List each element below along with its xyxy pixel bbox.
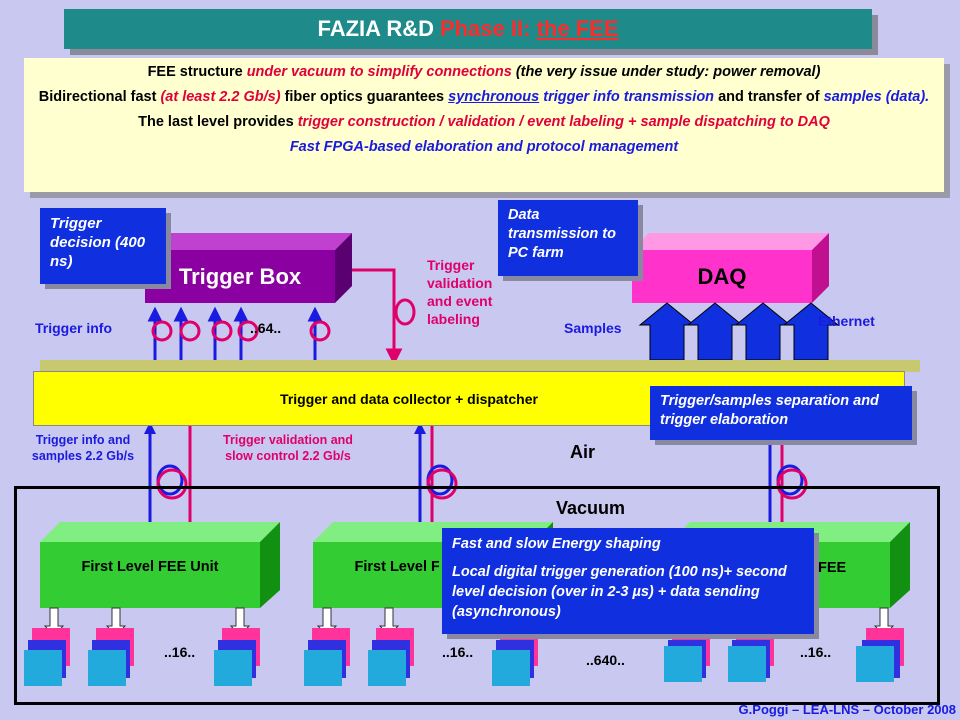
sixforty-label: ..640.. — [586, 652, 625, 668]
energy-line-1: Fast and slow Energy shaping — [452, 536, 661, 552]
energy-box: Fast and slow Energy shaping Local digit… — [442, 528, 814, 634]
fee-unit-2-label-clip: First Level FEE Unit — [313, 548, 440, 608]
data-transmission-box: Data transmission to PC farm — [498, 200, 638, 276]
info-line-4: Fast FPGA-based elaboration and protocol… — [289, 139, 679, 155]
footer-credit: G.Poggi – LEA-LNS – October 2008 — [738, 702, 956, 717]
info-line-1: FEE structure under vacuum to simplify c… — [147, 64, 821, 80]
trigger-validation-label: Trigger validation and event labeling — [427, 257, 493, 327]
trigger-info-samples-label: Trigger info and samples 2.2 Gb/s — [31, 433, 135, 463]
info-line-2: Bidirectional fast (at least 2.2 Gb/s) f… — [38, 89, 930, 105]
title-phase: Phase II: the FEE — [440, 16, 619, 41]
fee-unit-3-label: FEE — [818, 560, 847, 576]
info-box: FEE structure under vacuum to simplify c… — [24, 58, 944, 192]
samples-arrows — [638, 302, 840, 361]
collector-label: Trigger and data collector + dispatcher — [280, 390, 538, 407]
daq-box — [632, 233, 829, 303]
fee-unit-1 — [40, 522, 280, 608]
fee-collector-links — [144, 422, 808, 542]
sixtyfour-label: ..64.. — [250, 320, 282, 336]
vacuum-label: Vacuum — [556, 498, 626, 518]
fee-unit-1-label: First Level FEE Unit — [81, 559, 219, 575]
daq-label: DAQ — [697, 263, 747, 289]
vacuum-region — [14, 486, 940, 705]
trigger-info-label: Trigger info — [35, 320, 112, 336]
detectors — [24, 628, 904, 686]
title-fee: the FEE — [536, 16, 619, 41]
energy-line-2: Local digital trigger generation (100 ns… — [452, 564, 787, 620]
sixteen-label-2: ..16.. — [442, 644, 474, 660]
samples-label: Samples — [564, 320, 622, 336]
slide-title: FAZIA R&D Phase II: the FEE — [64, 9, 872, 49]
sixteen-label-3: ..16.. — [800, 644, 832, 660]
trigger-box-label: Trigger Box — [178, 263, 302, 289]
fee-unit-2-label: First Level FEE Unit — [354, 559, 440, 575]
title-main: FAZIA R&D — [317, 16, 434, 41]
trigger-box — [145, 233, 352, 303]
trigger-decision-box: Trigger decision (400 ns) — [40, 208, 166, 284]
info-line-3: The last level provides trigger construc… — [138, 114, 830, 130]
separation-box: Trigger/samples separation and trigger e… — [650, 386, 912, 440]
sixteen-label-1: ..16.. — [164, 644, 196, 660]
trigger-info-links — [147, 306, 331, 360]
trigger-validation-link — [352, 268, 416, 366]
air-label: Air — [570, 442, 596, 462]
ethernet-label: Ethernet — [818, 313, 875, 329]
trigger-validation-slow-label: Trigger validation and slow control 2.2 … — [223, 433, 353, 463]
